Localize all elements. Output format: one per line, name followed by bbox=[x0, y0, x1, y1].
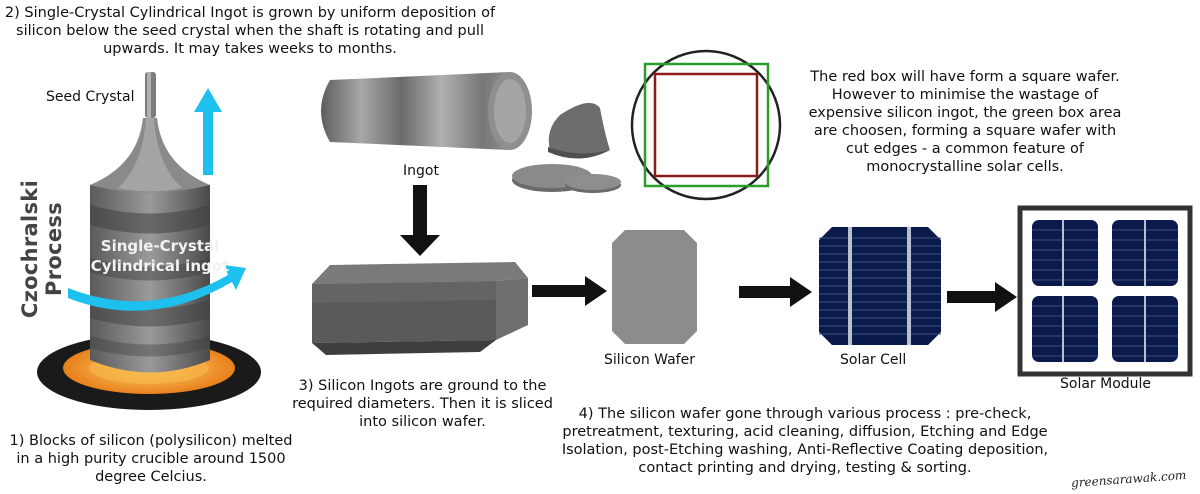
step-2-text: 2) Single-Crystal Cylindrical Ingot is g… bbox=[4, 5, 496, 57]
solar-module bbox=[1017, 205, 1193, 377]
process-arrow-icon bbox=[739, 277, 812, 307]
seed-crystal bbox=[145, 72, 156, 118]
ingot-cylinder bbox=[321, 72, 532, 150]
step-4-text: 4) The silicon wafer gone through variou… bbox=[561, 406, 1049, 476]
step-3-text: 3) Silicon Ingots are ground to the requ… bbox=[292, 378, 553, 430]
ground-ingot-block bbox=[312, 262, 528, 355]
single-crystal-ingot-label: Single-Crystal Cylindrical ingot bbox=[90, 237, 230, 275]
step-1-text: 1) Blocks of silicon (polysilicon) melte… bbox=[9, 433, 293, 485]
silicon-wafer-label: Silicon Wafer bbox=[604, 352, 695, 368]
process-arrow-icon bbox=[947, 282, 1017, 312]
rotation-arrow-icon bbox=[68, 265, 246, 311]
up-arrow-icon bbox=[194, 88, 222, 175]
red-square bbox=[653, 72, 759, 178]
seed-crystal-label: Seed Crystal bbox=[46, 89, 135, 105]
wafer-cut-diagram bbox=[630, 49, 782, 201]
process-arrow-icon bbox=[532, 276, 607, 306]
wafer-note-text: The red box will have form a square wafe… bbox=[808, 69, 1122, 175]
solar-cell bbox=[819, 227, 941, 345]
ingot-cone-piece bbox=[548, 102, 610, 159]
silicon-wafer bbox=[612, 230, 697, 344]
ingot-label: Ingot bbox=[403, 163, 439, 179]
solar-module-label: Solar Module bbox=[1060, 376, 1152, 392]
diagram-title: Czochralski Process bbox=[18, 179, 66, 319]
cylindrical-ingot bbox=[90, 118, 210, 373]
process-arrow-icon bbox=[400, 185, 440, 256]
wafer-slices bbox=[512, 164, 621, 193]
green-square bbox=[643, 62, 770, 188]
solar-cell-label: Solar Cell bbox=[840, 352, 907, 368]
